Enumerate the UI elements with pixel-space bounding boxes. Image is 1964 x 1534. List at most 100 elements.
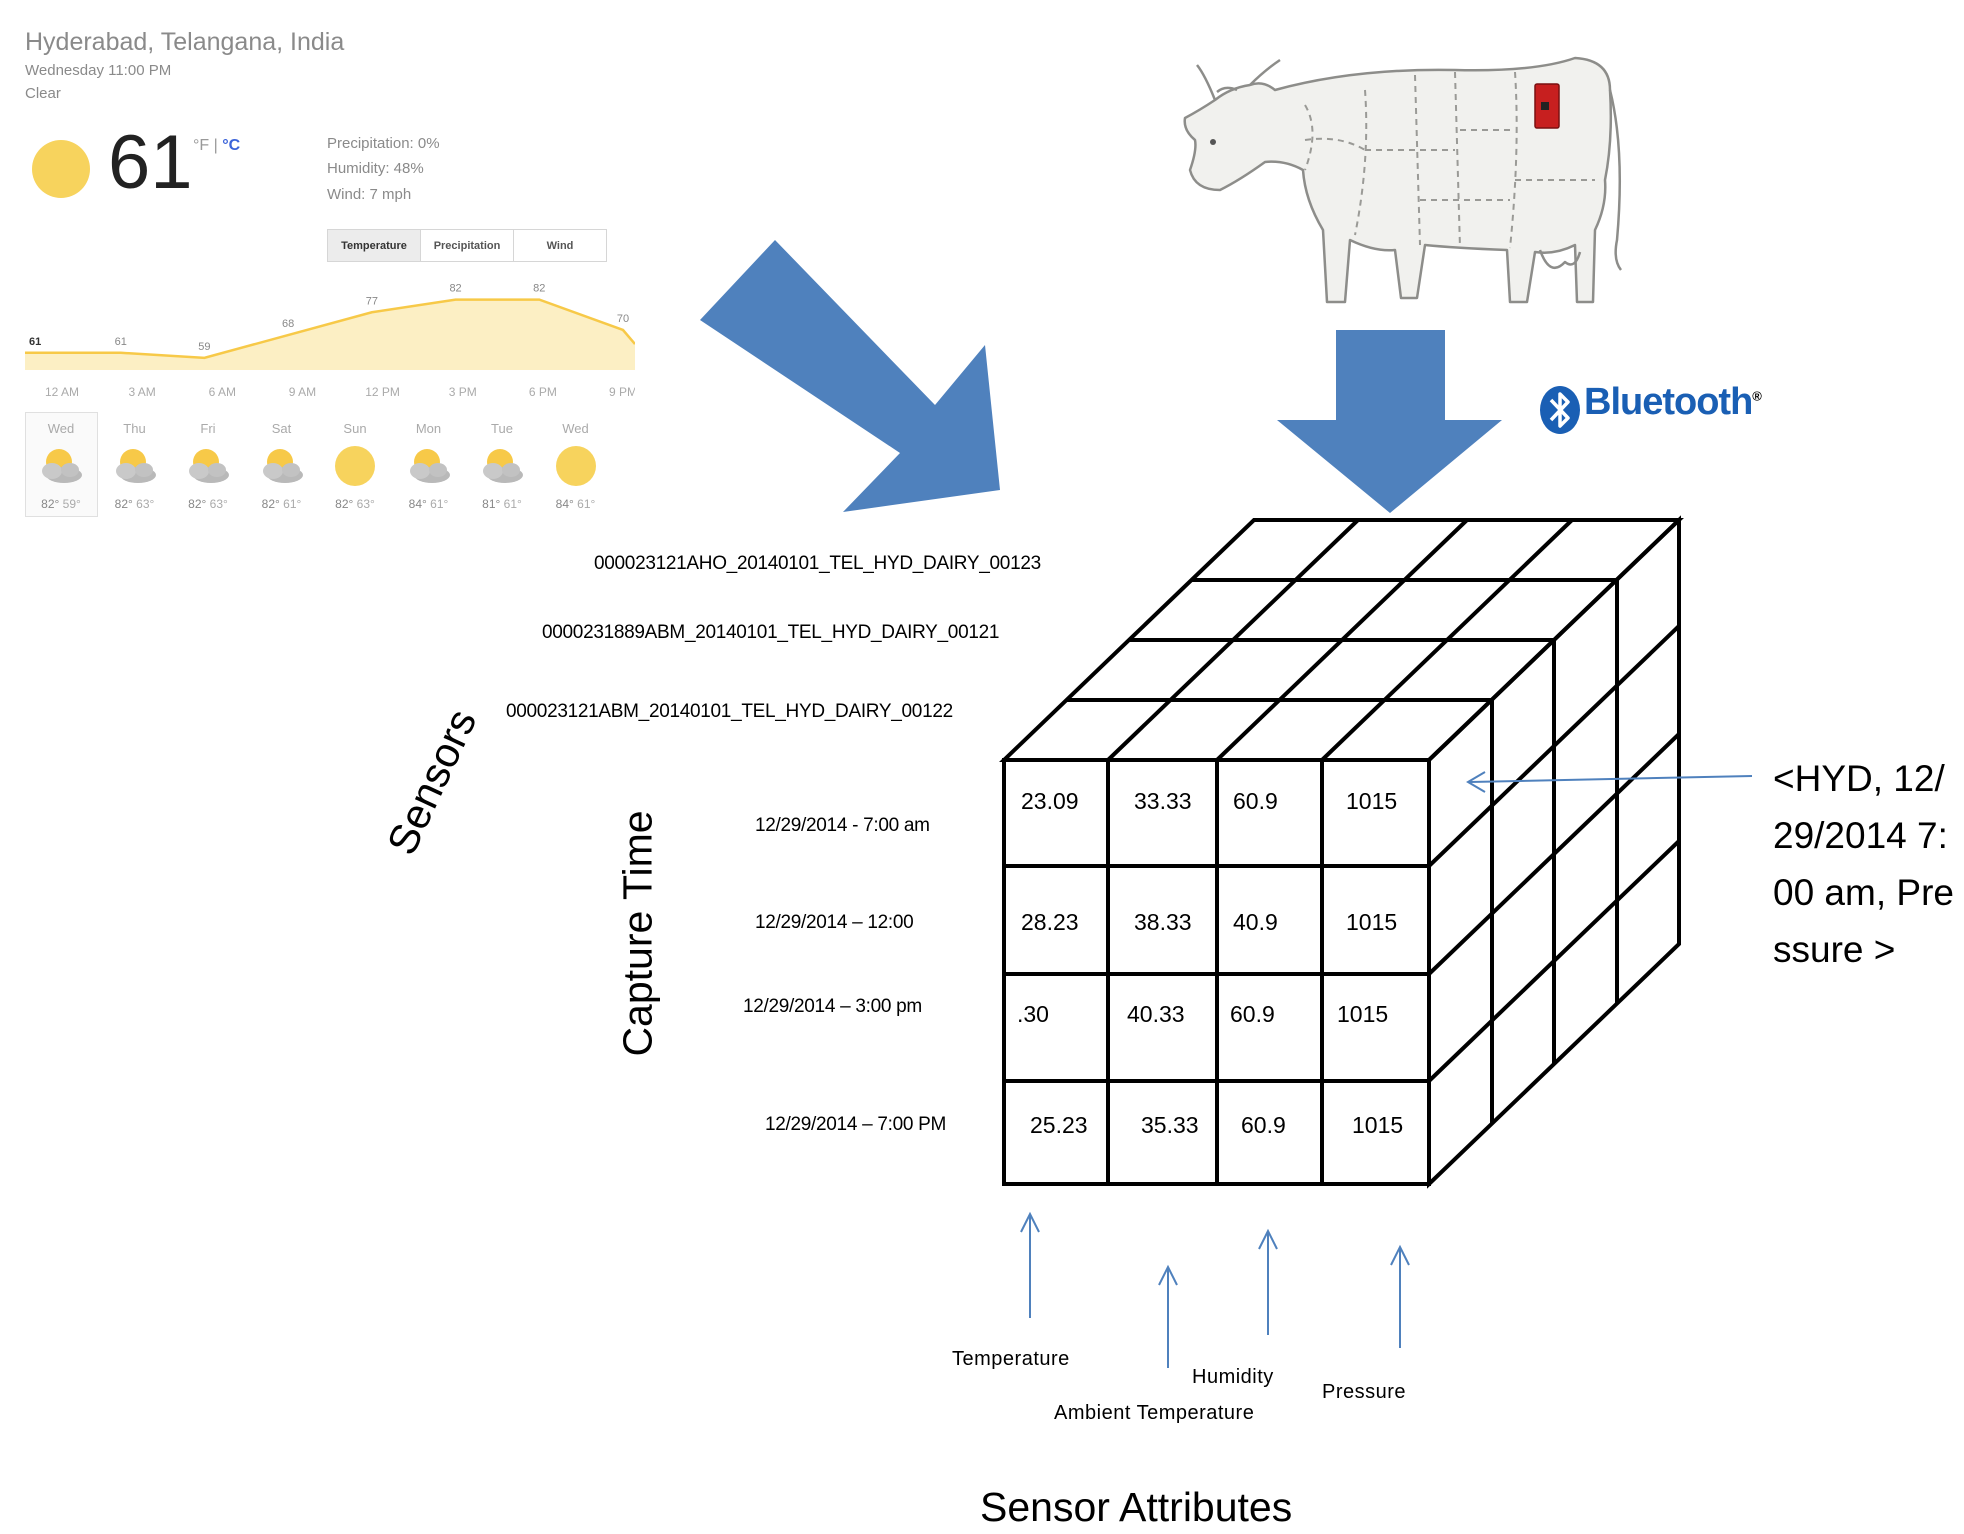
weather-condition: Clear [25,85,61,102]
tab-temperature[interactable]: Temperature [328,230,421,261]
forecast-high-low: 82° 63° [335,497,375,511]
partly-cloudy-icon [189,449,229,483]
cell-value: 23.09 [1021,788,1079,814]
cell-value: 40.9 [1233,909,1278,935]
unit-fahrenheit[interactable]: °F [193,137,210,154]
cell-value: 60.9 [1241,1112,1286,1138]
forecast-day-label: Sun [343,421,367,436]
forecast-day-label: Tue [491,421,513,436]
sensor-id-2: 0000231889ABM_20140101_TEL_HYD_DAIRY_001… [542,622,1000,643]
cell-value: 60.9 [1230,1001,1275,1027]
weather-tabs: Temperature Precipitation Wind [327,229,607,262]
sunny-icon [555,446,596,486]
forecast-day-label: Mon [415,421,442,436]
capture-time-3: 12/29/2014 – 3:00 pm [743,996,922,1017]
cow-illustration [1183,56,1623,304]
partly-cloudy-icon [262,449,303,483]
capture-time-axis-title: Capture Time [614,810,661,1057]
chart-data-label: 59 [198,341,210,353]
chart-x-tick-label: 12 AM [45,385,79,399]
chart-data-label: 82 [449,283,461,295]
attribute-ambient-temperature: Ambient Temperature [1054,1402,1255,1424]
cell-callout: <HYD, 12/29/2014 7:00 am, Pressure > [1773,758,1954,970]
cell-value: 1015 [1352,1112,1404,1138]
forecast-high-low: 82° 63° [188,497,228,511]
cell-value: .30 [1017,1001,1049,1027]
chart-data-label: 77 [366,295,378,307]
unit-separator: | [209,137,223,154]
callout-pointer [1466,771,1753,793]
forecast-high-low: 82° 63° [114,497,155,511]
ambient-temperature-pointer-arrow [1158,1264,1178,1368]
chart-data-label: 70 [617,313,629,325]
sensor-id-3: 000023121ABM_20140101_TEL_HYD_DAIRY_0012… [506,701,953,722]
forecast-day-label: Thu [123,421,146,436]
forecast-high-low: 82° 59° [41,497,81,511]
capture-time-4: 12/29/2014 – 7:00 PM [765,1114,946,1135]
chart-data-label: 61 [29,336,41,348]
cell-value: 35.33 [1141,1112,1199,1138]
sensor-attributes-title: Sensor Attributes [980,1484,1293,1530]
partly-cloudy-icon [409,449,450,483]
bluetooth-icon [1540,386,1580,434]
cow-to-cube-arrow [1277,330,1502,513]
partly-cloudy-icon [483,449,523,483]
forecast-high-low: 84° 61° [555,497,596,511]
precipitation-stat: Precipitation: 0% [327,135,440,152]
weather-location: Hyderabad, Telangana, India [25,28,345,56]
cell-value: 33.33 [1134,788,1192,814]
forecast-day-label: Sat [271,421,292,436]
forecast-high-low: 81° 61° [482,497,522,511]
cell-value: 38.33 [1134,909,1192,935]
sunny-icon [32,140,90,198]
cow-eye [1210,139,1216,145]
cell-value: 60.9 [1233,788,1278,814]
chart-line [25,298,635,360]
wind-stat: Wind: 7 mph [327,186,412,203]
cell-value: 1015 [1346,788,1398,814]
current-temperature: 61 [108,120,193,205]
chart-data-label: 68 [282,318,294,330]
cell-value: 1015 [1337,1001,1389,1027]
unit-celsius[interactable]: °C [222,137,241,154]
sunny-icon [335,446,375,486]
chart-area [25,299,635,370]
sensor-tag-icon [1534,83,1560,129]
cell-value: 28.23 [1021,909,1079,935]
chart-x-tick-label: 3 AM [128,385,155,399]
temperature-pointer-arrow [1020,1211,1040,1318]
partly-cloudy-icon [115,449,156,483]
chart-data-label: 61 [115,336,127,348]
sensor-id-1: 000023121AHO_20140101_TEL_HYD_DAIRY_0012… [594,553,1041,574]
weather-datetime: Wednesday 11:00 PM [25,62,172,79]
forecast-day-label: Wed [47,421,75,436]
forecast-day-label: Wed [562,421,589,436]
humidity-stat: Humidity: 48% [327,160,424,177]
pressure-pointer-arrow [1390,1244,1410,1348]
attribute-pressure: Pressure [1322,1381,1407,1403]
cell-value: 1015 [1346,909,1398,935]
chart-x-tick-label: 12 PM [365,385,400,399]
tab-wind[interactable]: Wind [546,239,574,252]
chart-data-label: 82 [533,283,545,295]
cell-value: 25.23 [1030,1112,1088,1138]
bluetooth-wordmark: Bluetooth® [1584,381,1762,423]
cube-right-face [1427,515,1681,1189]
weather-to-cube-arrow [700,240,1000,512]
attribute-humidity: Humidity [1192,1366,1274,1388]
capture-time-2: 12/29/2014 – 12:00 [755,912,914,933]
chart-x-tick-label: 9 PM [609,385,635,399]
chart-x-tick-label: 6 AM [209,385,236,399]
chart-x-tick-label: 6 PM [529,385,557,399]
partly-cloudy-icon [42,449,82,483]
cell-value: 40.33 [1127,1001,1185,1027]
unit-toggle[interactable]: °F | °C [193,137,240,155]
humidity-pointer-arrow [1258,1228,1278,1335]
tab-precipitation[interactable]: Precipitation [421,230,514,261]
forecast-day-label: Fri [200,421,216,436]
forecast-high-low: 82° 61° [261,497,302,511]
forecast-high-low: 84° 61° [408,497,449,511]
